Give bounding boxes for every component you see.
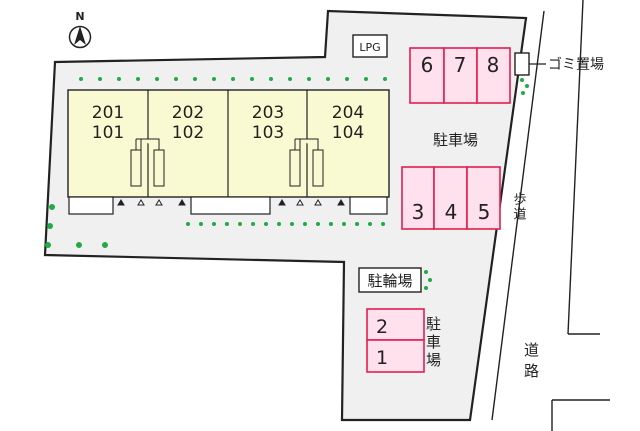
parking-space-number: 4 [445,200,458,224]
parking-space-number: 1 [376,347,388,369]
parking-space-number: 2 [376,316,388,338]
bicycle-parking-label: 駐輪場 [367,272,412,290]
bicycle-parking: 駐輪場 [358,267,422,293]
compass: N [68,10,92,49]
road-label: 道路 [522,342,540,384]
lpg-tank: LPG [352,34,388,58]
parking-space-number: 3 [412,200,425,224]
garbage-label: ゴミ置場 [548,56,604,73]
parking-space-number: 6 [421,53,434,77]
unit-label: 103 [252,123,284,143]
unit-label: 202 [172,103,204,123]
parking-spaces-middle: 3 4 5 [401,166,501,230]
entrance-markers [117,199,345,206]
parking-label-south: 駐車場 [424,316,442,370]
garbage-box [514,52,530,76]
parking-label-main: 駐車場 [433,131,478,149]
lpg-label: LPG [359,41,380,54]
parking-space-number: 8 [487,53,500,77]
unit-label: 203 [252,103,284,123]
unit-label: 101 [92,123,124,143]
unit-label: 102 [172,123,204,143]
parking-space-number: 7 [454,53,467,77]
staircases [130,138,324,187]
road-lines [491,0,610,431]
building: 201 101 202 102 203 103 204 104 [67,89,390,215]
balconies [68,196,388,215]
parking-space-number: 5 [478,200,491,224]
unit-label: 104 [332,123,364,143]
unit-label: 204 [332,103,364,123]
unit-label: 201 [92,103,124,123]
compass-arrow-icon [74,26,86,45]
parking-spaces-top: 6 7 8 [409,47,511,104]
sidewalk-label: 歩道 [511,192,527,222]
parking-spaces-south: 2 1 [366,308,425,373]
compass-north-label: N [75,10,84,23]
garbage-area: ゴミ置場 [514,52,604,76]
hedges [45,77,529,290]
